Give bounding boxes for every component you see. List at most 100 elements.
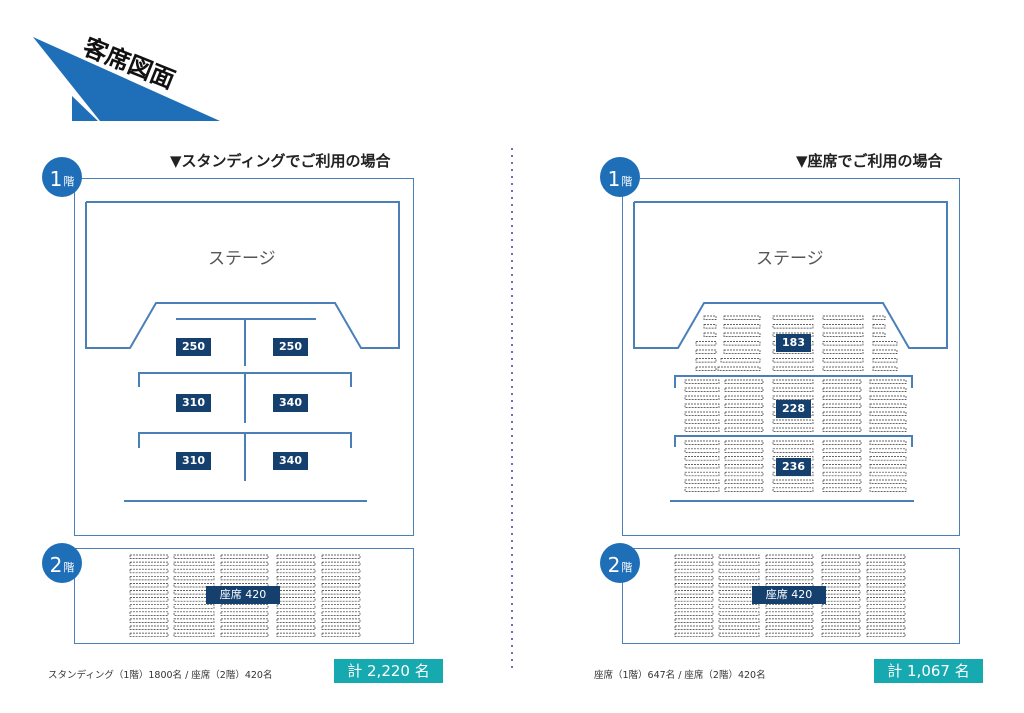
floor-suffix: 階 [63, 561, 75, 574]
seat-row [869, 471, 907, 477]
seat-row [866, 575, 906, 581]
seat-row [765, 583, 814, 588]
right-stage-outline [633, 201, 948, 349]
seat-row [276, 583, 316, 588]
seat-row [173, 604, 215, 609]
seat-row [717, 366, 761, 371]
seat-row [684, 387, 720, 392]
seat-row [718, 590, 760, 595]
title-triangle-large [33, 37, 220, 121]
seat-row [723, 349, 761, 354]
seat-row [723, 324, 761, 329]
seat-row [724, 448, 764, 453]
seat-row [718, 568, 760, 574]
left-block-rear-right: 340 [273, 452, 308, 470]
seat-row [866, 632, 906, 638]
seat-row [765, 554, 814, 559]
right-total: 計 1,067 名 [874, 659, 983, 683]
seat-row [718, 575, 760, 581]
seat-row [674, 590, 714, 595]
seat-row [822, 324, 864, 329]
seat-row [821, 625, 861, 630]
seat-row [821, 604, 861, 609]
seat-row [772, 440, 814, 445]
seat-row [866, 625, 906, 630]
seat-row [674, 597, 714, 602]
seat-row [695, 341, 717, 346]
seat-row [772, 448, 814, 453]
seat-row [821, 618, 861, 623]
left-block-middle-left: 310 [176, 394, 211, 412]
seat-row [321, 561, 361, 567]
seat-row [695, 366, 717, 371]
seat-row [869, 427, 907, 432]
seat-row [276, 575, 316, 581]
seat-row [869, 379, 907, 384]
seat-row [772, 487, 814, 492]
seat-row [173, 575, 215, 581]
seat-row [821, 575, 861, 581]
left-stage-label: ステージ [208, 249, 276, 269]
seat-row [173, 561, 215, 567]
seat-row [822, 464, 862, 469]
floor-number: 1 [49, 167, 63, 191]
seat-row [321, 583, 361, 588]
seat-row [220, 618, 269, 623]
seat-row [869, 440, 907, 445]
seat-row [822, 366, 864, 371]
seat-row [822, 403, 862, 408]
seat-row [872, 324, 886, 329]
seat-row [129, 611, 169, 616]
seat-row [821, 611, 861, 616]
seat-row [173, 632, 215, 638]
seat-row [724, 464, 764, 469]
seat-row [321, 554, 361, 559]
seat-row [869, 411, 907, 416]
seat-row [276, 618, 316, 623]
seat-row [129, 590, 169, 595]
seat-row [674, 604, 714, 609]
seat-row [276, 561, 316, 567]
left-footer: スタンディング（1階）1800名 / 座席（2階）420名 [48, 670, 273, 681]
seat-row [822, 440, 862, 445]
seat-row [772, 379, 814, 384]
seat-row [220, 568, 269, 574]
seat-row [822, 341, 864, 346]
seat-row [695, 358, 717, 363]
seat-row [724, 456, 764, 461]
seat-row [129, 625, 169, 630]
seat-row [866, 597, 906, 602]
seat-row [276, 604, 316, 609]
seat-row [869, 387, 907, 392]
right-stage-label: ステージ [756, 249, 824, 269]
seat-row [821, 568, 861, 574]
seat-row [772, 324, 814, 329]
seat-row [822, 358, 864, 363]
seat-row [866, 568, 906, 574]
floor-number: 2 [49, 553, 63, 577]
seat-row [129, 604, 169, 609]
seat-row [866, 561, 906, 567]
seat-row [718, 561, 760, 567]
seat-row [220, 604, 269, 609]
right-floor2-box [622, 548, 960, 644]
left-block-front-left: 250 [176, 338, 211, 356]
seat-row [684, 411, 720, 416]
floor-suffix: 階 [621, 561, 633, 574]
seat-row [765, 561, 814, 567]
seat-row [866, 554, 906, 559]
seat-row [718, 604, 760, 609]
floor-suffix: 階 [63, 175, 75, 188]
seat-row [720, 358, 761, 363]
seat-row [173, 568, 215, 574]
seat-row [822, 427, 862, 432]
seat-row [129, 632, 169, 638]
seat-row [703, 324, 717, 329]
seat-row [321, 625, 361, 630]
seat-row [821, 583, 861, 588]
seat-row [724, 479, 764, 484]
seat-row [321, 575, 361, 581]
seat-row [129, 561, 169, 567]
right-footer: 座席（1階）647名 / 座席（2階）420名 [594, 670, 766, 681]
